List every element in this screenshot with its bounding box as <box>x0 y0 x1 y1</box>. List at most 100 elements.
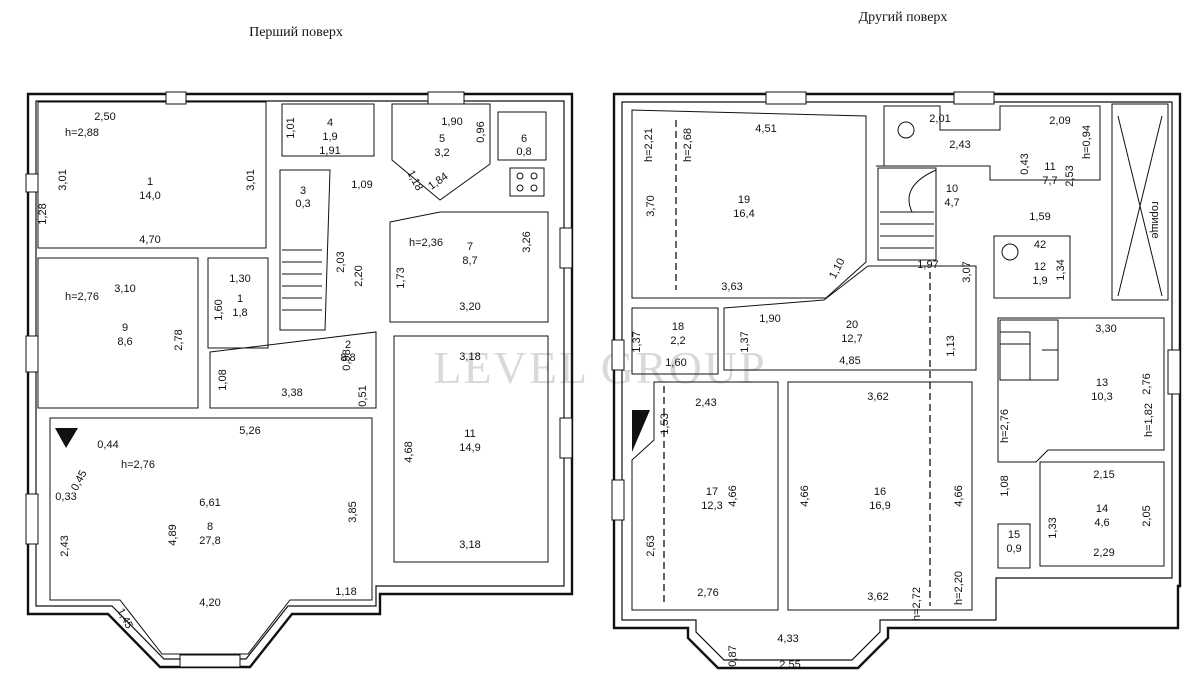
room-area: 4,6 <box>1094 517 1109 529</box>
dimension-label: 2,29 <box>1093 547 1114 559</box>
room-number: 13 <box>1096 377 1108 389</box>
dimension-label: 2,01 <box>929 113 950 125</box>
dimension-label: 2,78 <box>173 329 185 350</box>
room-area: 8,7 <box>462 255 477 267</box>
room-number: 3 <box>300 185 306 197</box>
dimension-label: 2,76 <box>697 587 718 599</box>
dimension-label: 1,18 <box>335 586 356 598</box>
dimension-label: 2,09 <box>1049 115 1070 127</box>
room-number: 11 <box>464 428 475 440</box>
dimension-label: 3,10 <box>114 283 135 295</box>
room-area: 4,7 <box>944 197 959 209</box>
room-number: 1 <box>147 176 153 188</box>
dimension-label: 1,09 <box>351 179 372 191</box>
floor2-dimensions: h=2,21 h=2,68 4,51 3,70 3,63 1,10 2,01 2,43 2,09… <box>631 113 1155 671</box>
dimension-label: h=2,76 <box>121 459 155 471</box>
dimension-label: 4,85 <box>839 355 860 367</box>
floor2-title: Другий поверх <box>859 10 948 25</box>
dimension-label: 3,01 <box>245 169 257 190</box>
room-area: 8,6 <box>117 336 132 348</box>
dimension-label: 3,63 <box>721 281 742 293</box>
dimension-label: 1,60 <box>213 299 225 320</box>
dimension-label: h=2,68 <box>682 128 694 162</box>
room-number: 6 <box>521 133 527 145</box>
dimension-label: 4,20 <box>199 597 220 609</box>
dimension-label: 4,89 <box>167 524 179 545</box>
room-number: 17 <box>706 486 718 498</box>
dimension-label: 3,20 <box>459 301 480 313</box>
dimension-label: h=1,82 <box>1143 403 1155 437</box>
room-number: 2 <box>345 339 351 351</box>
room-number: 8 <box>207 521 213 533</box>
dimension-label: 0,33 <box>55 491 76 503</box>
room-number: 15 <box>1008 529 1020 541</box>
dimension-label: 2,50 <box>94 111 115 123</box>
dimension-label: 0,51 <box>357 385 369 406</box>
dimension-label: 4,66 <box>727 485 739 506</box>
dimension-label: 0,87 <box>727 645 739 666</box>
dimension-label: 2,53 <box>1064 165 1076 186</box>
room-number: 16 <box>874 486 886 498</box>
dimension-label: 4,33 <box>777 633 798 645</box>
dimension-label: 0,43 <box>1019 153 1031 174</box>
dimension-label: 6,61 <box>199 497 220 509</box>
room-number: 10 <box>946 183 958 195</box>
dimension-label: 1,53 <box>659 413 671 434</box>
dimension-label: 42 <box>1034 239 1046 251</box>
room-number: 11 <box>1044 161 1055 173</box>
dimension-label: 1,90 <box>759 313 780 325</box>
dimension-label: h=2,21 <box>643 128 655 162</box>
dimension-label: h=2,76 <box>999 409 1011 443</box>
dimension-label: 1,08 <box>999 475 1011 496</box>
room-number: 20 <box>846 319 858 331</box>
room-number: 9 <box>122 322 128 334</box>
room-area: 7,7 <box>1042 175 1057 187</box>
dimension-label: 3,70 <box>645 195 657 216</box>
dimension-label: 0,96 <box>475 121 487 142</box>
dimension-label: h=2,36 <box>409 237 443 249</box>
dimension-label: 1,10 <box>827 256 848 281</box>
dimension-label: 4,66 <box>953 485 965 506</box>
room-number: 4 <box>327 117 333 129</box>
room-number: 12 <box>1034 261 1046 273</box>
room-area: 0,8 <box>516 146 531 158</box>
room-area: 10,3 <box>1091 391 1112 403</box>
dimension-label: 2,05 <box>1141 505 1153 526</box>
dimension-label: 4,66 <box>799 485 811 506</box>
dimension-label: 2,43 <box>695 397 716 409</box>
room-area: 27,8 <box>199 535 220 547</box>
dimension-label: 4,51 <box>755 123 776 135</box>
dimension-label: 3,38 <box>281 387 302 399</box>
room-area: 8,8 <box>340 352 355 364</box>
room-number: 19 <box>738 194 750 206</box>
room-area: 3,2 <box>434 147 449 159</box>
dimension-label: h=2,88 <box>65 127 99 139</box>
dimension-label: 4,70 <box>139 234 160 246</box>
dimension-label: 1,90 <box>441 116 462 128</box>
dimension-label: 1,97 <box>917 259 938 271</box>
dimension-label: 3,30 <box>1095 323 1116 335</box>
room-area: 12,3 <box>701 500 722 512</box>
dimension-label: 5,26 <box>239 425 260 437</box>
attic-label: горище <box>1149 201 1161 238</box>
floor1-dimensions: 2,50 h=2,88 3,01 3,01 1,28 4,70 1,01 1,91 1,90 0,… <box>37 111 533 631</box>
room-area: 1,9 <box>1032 275 1047 287</box>
watermark: LEVEL GROUP <box>433 342 766 393</box>
dimension-label: 3,01 <box>57 169 69 190</box>
dimension-label: 1,45 <box>114 606 135 631</box>
dimension-label: h=2,76 <box>65 291 99 303</box>
floor2-room-labels: 10 4,7 11 7,7 12 1,9 13 10,3 14 4,6 15 0… <box>670 161 1161 555</box>
dimension-label: 0,98 <box>341 349 353 370</box>
dimension-label: h=0,94 <box>1081 125 1093 159</box>
dimension-label: 1,28 <box>37 203 49 224</box>
dimension-label: 1,91 <box>319 145 340 157</box>
dimension-label: 1,37 <box>631 331 643 352</box>
dimension-label: 1,01 <box>285 117 297 138</box>
floor1-room-labels: 1 14,0 1 1,8 2 8,8 3 0,3 4 1,9 5 3,2 6 0… <box>117 117 531 547</box>
dimension-label: 1,60 <box>665 357 686 369</box>
dimension-label: 1,73 <box>395 267 407 288</box>
dimension-label: 2,43 <box>949 139 970 151</box>
room-area: 1,8 <box>232 307 247 319</box>
dimension-label: 2,43 <box>59 535 71 556</box>
